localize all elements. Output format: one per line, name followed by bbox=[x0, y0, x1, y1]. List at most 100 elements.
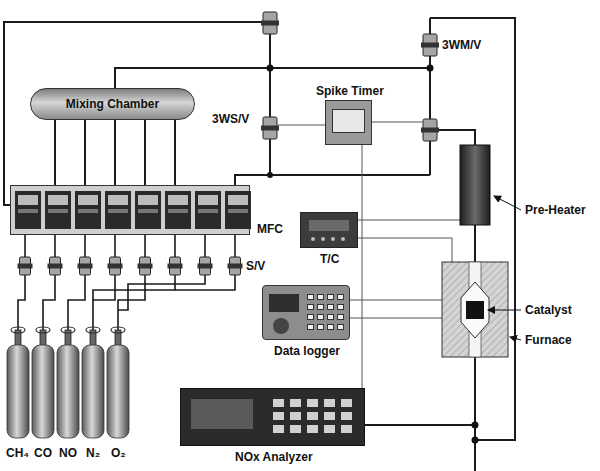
analyzer-key bbox=[290, 425, 301, 433]
cylinder-body bbox=[107, 345, 129, 438]
cylinder-body bbox=[7, 345, 29, 438]
pipe-junction bbox=[427, 65, 434, 72]
valve-label: 3WS/V bbox=[212, 112, 249, 126]
pipe-junction bbox=[267, 65, 274, 72]
gas-label: CH₄ bbox=[6, 446, 29, 460]
furnace bbox=[466, 301, 484, 319]
logger-key bbox=[307, 294, 314, 300]
gas-line bbox=[43, 275, 55, 330]
flow-controller bbox=[165, 191, 191, 229]
leader-line bbox=[488, 196, 521, 340]
valve-band bbox=[48, 264, 63, 269]
leader-line bbox=[494, 196, 521, 210]
gas-line bbox=[93, 275, 115, 330]
gas-line bbox=[234, 235, 236, 257]
signal-wire bbox=[350, 300, 442, 301]
flow-controller bbox=[135, 191, 161, 229]
controller-display bbox=[18, 195, 38, 205]
analyzer-key bbox=[307, 399, 318, 407]
cylinder-body bbox=[57, 345, 79, 438]
gas-line bbox=[144, 235, 146, 257]
node-label: T/C bbox=[320, 252, 339, 266]
gas-cylinder bbox=[7, 327, 129, 438]
flow-controller bbox=[45, 191, 71, 229]
controller-slot bbox=[48, 209, 68, 213]
mixing-chamber: Mixing Chamber bbox=[30, 88, 195, 120]
analyzer-key bbox=[307, 425, 318, 433]
controller-slot bbox=[228, 209, 248, 213]
indicator-dot bbox=[331, 237, 335, 241]
gas-line bbox=[204, 235, 206, 257]
thermocouple-reader: T/C bbox=[300, 212, 358, 248]
valve-band bbox=[168, 264, 183, 269]
gas-label: CO bbox=[34, 446, 52, 460]
gas-line bbox=[18, 235, 235, 330]
pipe-junction bbox=[267, 172, 273, 178]
pipe-junction bbox=[472, 437, 479, 444]
gas-pipe bbox=[144, 120, 146, 185]
logger-key bbox=[337, 324, 344, 330]
cylinder-handwheel bbox=[111, 327, 125, 333]
controller-slot bbox=[198, 209, 218, 213]
logger-key bbox=[327, 314, 334, 320]
signal-wire bbox=[358, 238, 452, 262]
analyzer-key bbox=[290, 412, 301, 420]
valve-band bbox=[108, 264, 123, 269]
logger-key bbox=[307, 324, 314, 330]
gas-label: O₂ bbox=[111, 446, 126, 460]
gas-pipe bbox=[54, 120, 56, 185]
gas-pipe bbox=[84, 120, 86, 185]
cylinder-handwheel bbox=[36, 327, 50, 333]
nox-analyzer: NOx Analyzer bbox=[180, 388, 365, 446]
temperature-display bbox=[309, 220, 349, 231]
gas-pipe bbox=[474, 225, 476, 262]
flow-controller bbox=[15, 191, 41, 229]
part-label: Catalyst bbox=[525, 303, 572, 317]
indicator-dot bbox=[321, 237, 325, 241]
leader-line bbox=[510, 337, 521, 340]
logger-key bbox=[327, 324, 334, 330]
node-label: MFC bbox=[257, 222, 283, 236]
node-label: Data logger bbox=[274, 344, 340, 358]
valve-symbol bbox=[18, 12, 440, 275]
logger-key bbox=[317, 304, 324, 310]
part-label: Furnace bbox=[525, 333, 572, 347]
gas-pipe bbox=[269, 138, 271, 175]
gas-line bbox=[114, 235, 116, 257]
controller-display bbox=[198, 195, 218, 205]
signal-wire bbox=[358, 220, 460, 221]
logger-key bbox=[337, 304, 344, 310]
valve-band bbox=[78, 264, 93, 269]
logger-key bbox=[317, 314, 324, 320]
cylinder-body bbox=[82, 345, 104, 438]
pipe-junction bbox=[267, 65, 479, 444]
flow-controller bbox=[105, 191, 131, 229]
gas-pipe bbox=[114, 120, 116, 185]
analyzer-key bbox=[341, 399, 352, 407]
logger-key bbox=[317, 294, 324, 300]
gas-pipe bbox=[365, 424, 475, 426]
gas-line bbox=[118, 275, 205, 310]
controller-display bbox=[168, 195, 188, 205]
analyzer-key bbox=[273, 425, 284, 433]
valve-band bbox=[198, 264, 213, 269]
analyzer-key bbox=[324, 399, 335, 407]
cylinder-handwheel bbox=[61, 327, 75, 333]
pre-heater bbox=[460, 145, 490, 225]
controller-display bbox=[228, 195, 248, 205]
valve-label: S/V bbox=[246, 259, 265, 273]
valve-band bbox=[228, 264, 243, 269]
signal-wire bbox=[278, 125, 325, 126]
cylinder-handwheel bbox=[86, 327, 100, 333]
logger-key bbox=[307, 314, 314, 320]
gas-line bbox=[68, 275, 85, 330]
gas-line bbox=[24, 235, 26, 257]
indicator-dot bbox=[341, 237, 345, 241]
analyzer-key bbox=[341, 412, 352, 420]
valve-band bbox=[421, 43, 439, 48]
gas-line bbox=[54, 235, 56, 257]
flow-controller bbox=[195, 191, 221, 229]
controller-display bbox=[108, 195, 128, 205]
analyzer-key bbox=[273, 412, 284, 420]
gas-line bbox=[18, 275, 25, 330]
